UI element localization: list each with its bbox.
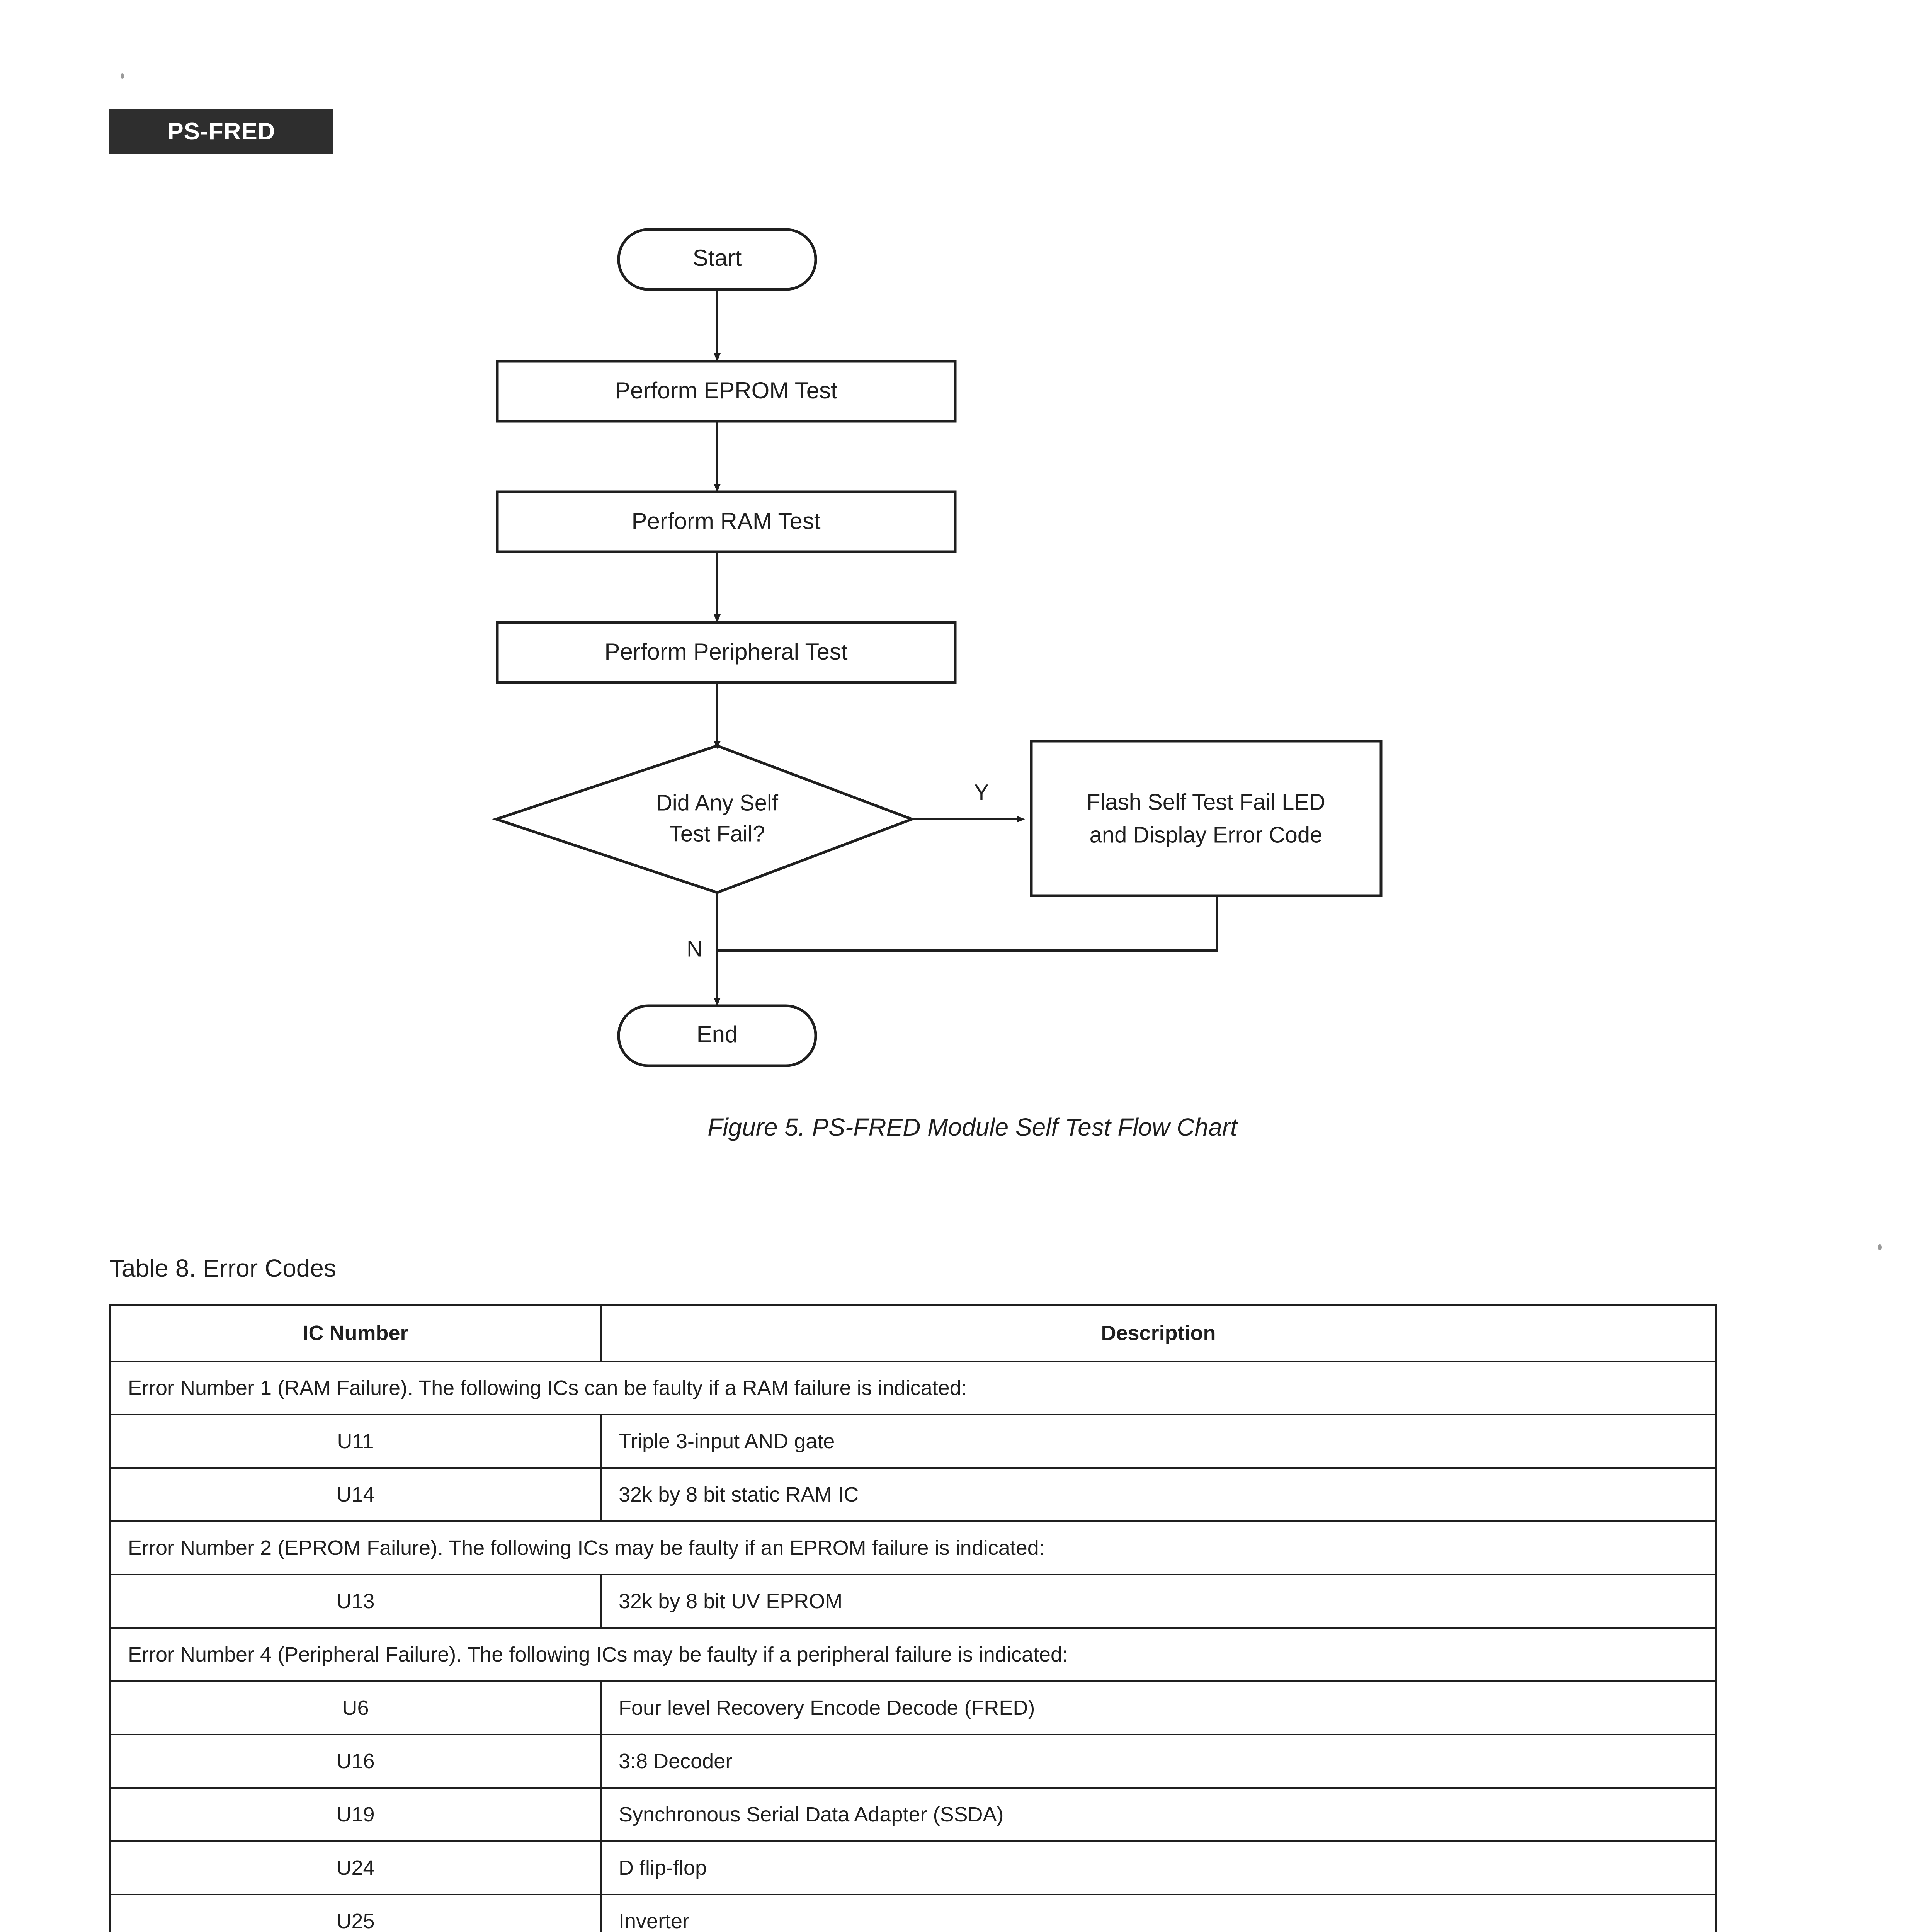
cell-ic-number: U16 [109,1734,602,1789]
table-section-row: Error Number 2 (EPROM Failure). The foll… [109,1520,1717,1575]
column-header-ic-number: IC Number [109,1304,602,1362]
flow-node-start: Start [617,228,817,291]
flow-node-flash-led-label-line2: and Display Error Code [1090,822,1323,847]
table-title: Table 8. Error Codes [109,1254,336,1282]
section-header-label: PS-FRED [167,118,276,145]
flow-node-decision: Did Any Self Test Fail? [492,744,916,894]
figure-caption: Figure 5. PS-FRED Module Self Test Flow … [707,1113,1237,1141]
cell-ic-number: U19 [109,1787,602,1842]
section-header-tab: PS-FRED [109,109,333,154]
flow-node-eprom-test: Perform EPROM Test [496,360,957,423]
flow-node-peripheral-test: Perform Peripheral Test [496,621,957,684]
cell-description: D flip-flop [600,1840,1717,1895]
column-header-description: Description [600,1304,1717,1362]
cell-ic-number: U11 [109,1414,602,1469]
cell-description: 32k by 8 bit UV EPROM [600,1574,1717,1629]
scan-artifact-speck [121,73,124,79]
cell-description: Four level Recovery Encode Decode (FRED) [600,1680,1717,1735]
cell-description: Triple 3-input AND gate [600,1414,1717,1469]
flow-node-decision-label-line2: Test Fail? [669,821,765,846]
cell-description: Synchronous Serial Data Adapter (SSDA) [600,1787,1717,1842]
cell-ic-number: U6 [109,1680,602,1735]
cell-description: 3:8 Decoder [600,1734,1717,1789]
cell-ic-number: U14 [109,1467,602,1522]
table-section-text: Error Number 1 (RAM Failure). The follow… [109,1361,1717,1415]
cell-ic-number: U24 [109,1840,602,1895]
flow-node-flash-led-label-line1: Flash Self Test Fail LED [1087,789,1325,815]
flow-node-decision-label-line1: Did Any Self [656,790,779,815]
cell-ic-number: U13 [109,1574,602,1629]
error-codes-table: IC Number Description Error Number 1 (RA… [109,1304,1717,1932]
table-header-row: IC Number Description [109,1304,1717,1362]
flow-branch-label-yes: Y [974,780,989,805]
cell-description: Inverter [600,1894,1717,1932]
table-section-row: Error Number 1 (RAM Failure). The follow… [109,1361,1717,1415]
flow-node-eprom-test-label: Perform EPROM Test [615,378,837,403]
cell-description: 32k by 8 bit static RAM IC [600,1467,1717,1522]
table-section-row: Error Number 4 (Peripheral Failure). The… [109,1627,1717,1682]
flow-node-flash-led: Flash Self Test Fail LED and Display Err… [1030,740,1383,897]
flow-branch-label-no: N [687,936,703,961]
table-section-text: Error Number 2 (EPROM Failure). The foll… [109,1520,1717,1575]
table-body: Error Number 1 (RAM Failure). The follow… [109,1361,1717,1932]
self-test-flow-chart: Start Perform EPROM Test Perform RAM Tes… [492,228,1383,1067]
scan-artifact-speck [1878,1244,1882,1250]
cell-ic-number: U25 [109,1894,602,1932]
flow-node-ram-test: Perform RAM Test [496,490,957,553]
table-section-text: Error Number 4 (Peripheral Failure). The… [109,1627,1717,1682]
flow-node-end-label: End [697,1021,738,1047]
flow-node-end: End [617,1004,817,1067]
flow-node-ram-test-label: Perform RAM Test [632,508,821,534]
flow-node-peripheral-test-label: Perform Peripheral Test [604,639,847,665]
flow-node-start-label: Start [693,245,742,271]
